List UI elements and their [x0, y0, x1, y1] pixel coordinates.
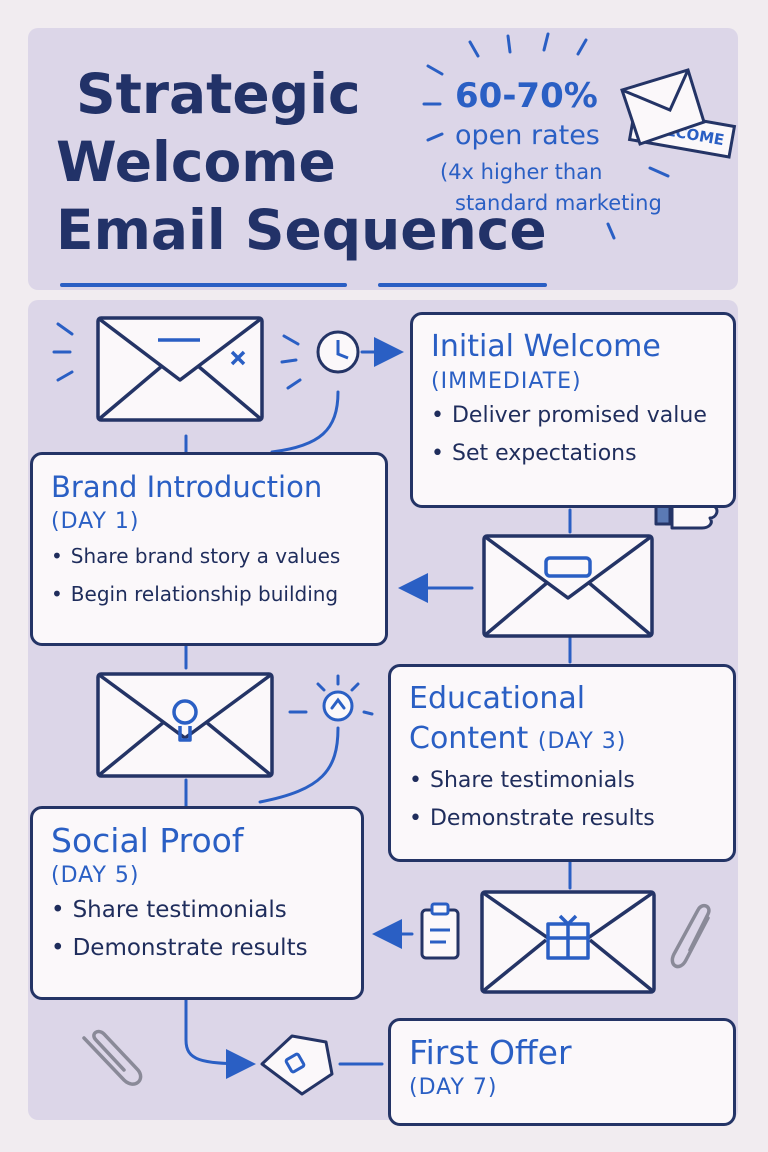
step-bullet: Deliver promised value	[431, 397, 715, 435]
lightbulb-icon	[316, 674, 374, 722]
open-rate-note-2: standard marketing	[455, 191, 662, 215]
step-timing: (DAY 5)	[51, 863, 140, 888]
open-rate-note-1: (4x higher than	[440, 160, 603, 184]
title-line-1: Strategic	[76, 62, 361, 126]
step-card-first-offer: First Offer (DAY 7)	[388, 1018, 736, 1126]
step-title: First Offer	[409, 1033, 572, 1072]
title-line-3: Email Sequence	[56, 198, 547, 262]
step-card-social-proof: Social Proof (DAY 5) Share testimonials …	[30, 806, 364, 1000]
step-bullet: Share testimonials	[409, 762, 715, 800]
header-panel	[28, 28, 738, 290]
step-title-line-2: Content (DAY 3)	[409, 719, 715, 762]
step-title: Brand Introduction	[51, 470, 323, 504]
connector-clock-to-brand	[270, 390, 340, 454]
envelope-message-icon	[482, 534, 654, 638]
welcome-envelope-icon	[620, 68, 706, 146]
title-line-2: Welcome	[56, 130, 336, 194]
step-timing: (DAY 1)	[51, 509, 140, 534]
clipboard-icon	[420, 902, 460, 960]
step-bullet: Share brand story a values	[51, 537, 367, 575]
clock-icon	[316, 330, 360, 374]
step-card-initial-welcome: Initial Welcome (IMMEDIATE) Deliver prom…	[410, 312, 736, 508]
step-timing: (DAY 7)	[409, 1075, 498, 1100]
envelope-lightbulb-icon	[96, 672, 274, 778]
step-bullet: Begin relationship building	[51, 575, 367, 613]
paperclip-icon	[82, 903, 711, 1086]
open-rate-label: open rates	[455, 120, 600, 151]
step-bullet: Share testimonials	[51, 891, 343, 929]
connector-lightbulb-to-social	[258, 726, 340, 804]
open-rate-value: 60-70%	[455, 76, 598, 116]
step-bullet: Demonstrate results	[51, 929, 343, 967]
step-timing: (DAY 3)	[537, 729, 627, 754]
step-card-educational-content: Educational Content (DAY 3) Share testim…	[388, 664, 736, 862]
step-timing: (IMMEDIATE)	[431, 369, 582, 394]
tag-icon	[260, 1034, 334, 1096]
step-bullet: Set expectations	[431, 435, 715, 473]
step-title: Social Proof	[51, 821, 244, 860]
step-card-brand-introduction: Brand Introduction (DAY 1) Share brand s…	[30, 452, 388, 646]
connector-social-to-offer	[184, 998, 256, 1079]
envelope-gift-icon	[480, 890, 656, 994]
step-title: Educational	[409, 681, 586, 716]
envelope-icon	[96, 316, 264, 422]
step-bullet: Demonstrate results	[409, 800, 715, 838]
step-title-continued: Content	[409, 721, 529, 756]
sparkle-lines	[422, 32, 670, 240]
step-title: Initial Welcome	[431, 329, 661, 364]
